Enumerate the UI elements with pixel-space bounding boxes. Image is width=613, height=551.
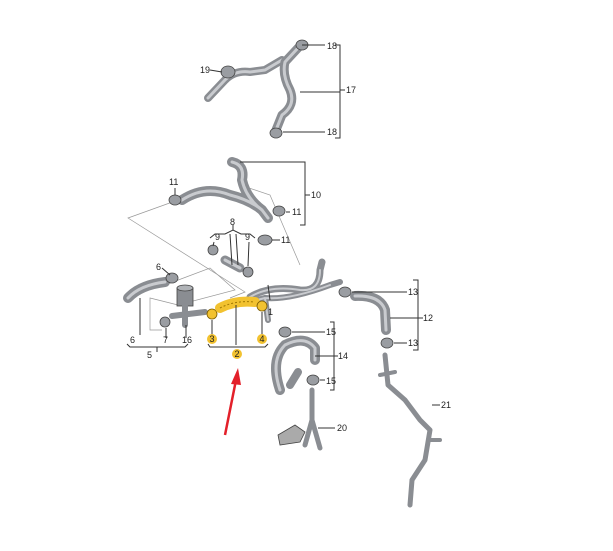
label-5: 5 [147,350,152,360]
pipe-21[interactable] [378,352,442,508]
hose-8[interactable] [207,244,254,278]
label-10: 10 [311,190,321,200]
label-2-badge [232,349,242,359]
label-2: 2 [235,349,240,359]
label-8: 8 [230,217,235,227]
label-13: 13 [408,338,418,348]
red-arrow [223,368,241,436]
label-17: 17 [346,85,356,95]
label-15: 15 [326,376,336,386]
hose-10[interactable] [168,157,286,246]
hose-17[interactable] [269,39,309,139]
hose-14[interactable] [271,326,320,395]
hose-5[interactable] [123,272,179,328]
label-6: 6 [156,262,161,272]
label-11: 11 [292,207,301,217]
label-21: 21 [441,400,451,410]
hose-2-highlighted[interactable] [206,296,268,320]
part-labels: 18 19 17 18 11 10 11 8 9 9 11 6 1 13 12 … [130,41,451,433]
label-14: 14 [338,351,348,361]
pipe-20[interactable] [277,387,323,451]
leader-lines [126,44,440,429]
label-4-badge [257,334,267,344]
label-12: 12 [423,313,433,323]
hose-12[interactable] [338,286,394,349]
hose-19[interactable] [204,56,286,102]
pipe-1[interactable] [242,258,343,323]
label-7: 7 [163,335,168,345]
label-20: 20 [337,423,347,433]
label-1: 1 [268,307,273,317]
label-6: 6 [130,335,135,345]
label-9: 9 [245,232,250,242]
label-13: 13 [408,287,418,297]
label-16: 16 [182,335,192,345]
label-11: 11 [169,177,178,187]
label-18: 18 [327,41,337,51]
label-3: 3 [210,334,215,344]
label-15: 15 [326,327,336,337]
guide-lines [127,184,301,331]
label-18: 18 [327,127,337,137]
label-3-badge [207,334,217,344]
label-9: 9 [215,232,220,242]
label-19: 19 [200,65,210,75]
clamp-18-bottom [269,127,283,139]
valve-16[interactable] [169,284,208,328]
label-4: 4 [260,334,265,344]
label-11: 11 [281,235,290,245]
